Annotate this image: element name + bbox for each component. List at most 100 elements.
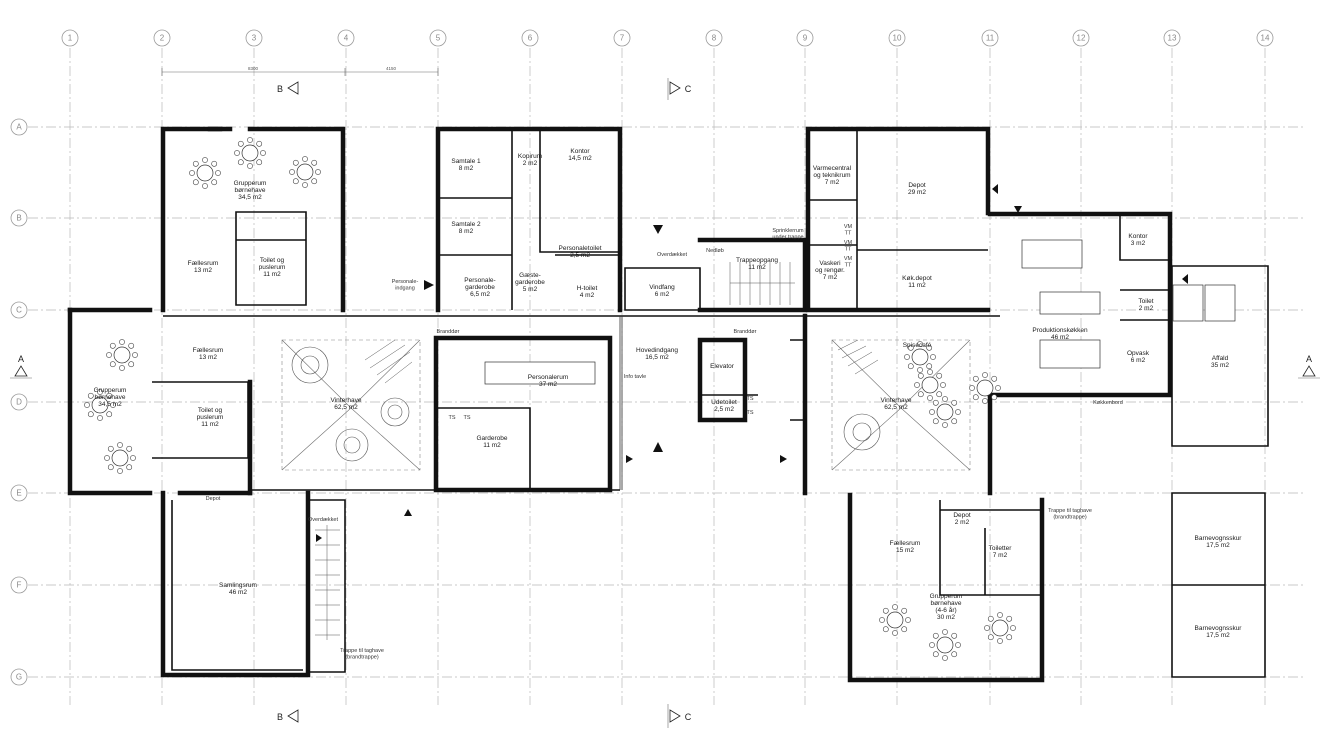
room-name: Samtale 2 xyxy=(451,221,481,228)
room-area: 29 m2 xyxy=(908,189,926,196)
chair xyxy=(930,354,936,360)
chair xyxy=(995,385,1001,391)
note-text: under trappe xyxy=(772,235,803,241)
chair xyxy=(929,409,935,415)
grid-bubble xyxy=(153,29,171,47)
note-personaleindgang: Personale-indgang xyxy=(392,279,419,292)
grid-bubble xyxy=(429,29,447,47)
chair xyxy=(247,137,253,143)
round-table xyxy=(921,376,939,394)
grid-bubble xyxy=(10,301,28,319)
round-table xyxy=(936,403,954,421)
chair xyxy=(917,341,923,347)
chair xyxy=(997,612,1003,618)
room-name: Personalerum xyxy=(528,374,568,381)
chair xyxy=(256,140,263,147)
grid-bubble xyxy=(1163,29,1181,47)
note-text: Personale- xyxy=(392,279,419,285)
stair-samlingsrum xyxy=(315,525,340,640)
chair xyxy=(292,159,299,166)
room-area: 35 m2 xyxy=(1211,362,1229,369)
room-name: børnehave xyxy=(930,600,961,607)
note-text: Branddør xyxy=(734,329,757,335)
chair xyxy=(932,632,939,639)
chair xyxy=(106,392,113,399)
room-area: 6 m2 xyxy=(1131,357,1146,364)
note-ts2: TS xyxy=(463,415,470,421)
chair xyxy=(119,365,125,371)
chair xyxy=(109,361,116,368)
grid-bubble xyxy=(10,484,28,502)
room-name: Depot xyxy=(908,182,926,189)
note-text: Nedløb xyxy=(706,248,724,254)
chair xyxy=(901,607,908,614)
chair xyxy=(128,342,135,349)
dimension-label: 4150 xyxy=(386,66,397,71)
note-overdaekket-2: Overdækket xyxy=(308,517,338,523)
grid-row-label: F xyxy=(17,581,22,590)
note-text: TT xyxy=(845,231,852,237)
room-name: Toilet og xyxy=(260,257,285,264)
chair xyxy=(927,369,933,375)
grid-bubble xyxy=(1256,29,1274,47)
chair xyxy=(237,159,244,166)
furniture-tables xyxy=(84,137,1016,661)
room-name: Produktionskøkken xyxy=(1032,327,1088,334)
chair xyxy=(302,182,308,188)
chair xyxy=(991,375,998,382)
entrance-arrow xyxy=(1182,274,1188,284)
room-name: Opvask xyxy=(1127,350,1150,357)
grid-column-label: 10 xyxy=(893,34,902,43)
round-table xyxy=(976,379,994,397)
round-table xyxy=(991,619,1009,637)
chair xyxy=(106,411,113,418)
chair xyxy=(917,372,924,379)
chair xyxy=(955,409,961,415)
grid-column-label: 7 xyxy=(620,34,625,43)
entrance-arrow xyxy=(424,280,434,290)
entrance-arrow xyxy=(780,455,787,463)
entrance-arrow xyxy=(653,442,663,452)
room-area: 2 m2 xyxy=(523,160,538,167)
note-text: Overdækket xyxy=(657,252,687,258)
grid-bubble xyxy=(796,29,814,47)
chair xyxy=(237,140,244,147)
note-nedlob: Nedløb xyxy=(706,248,724,254)
chair xyxy=(942,629,948,635)
room-samtale2: Samtale 28 m2 xyxy=(451,221,481,235)
room-area: 6,5 m2 xyxy=(470,291,490,298)
room-name: Fællesrum xyxy=(193,347,224,354)
grid-bubble xyxy=(521,29,539,47)
room-area: 2 m2 xyxy=(955,519,970,526)
grid-bubble xyxy=(10,668,28,686)
room-name: Toilet og xyxy=(198,407,223,414)
room-area: 2,5 m2 xyxy=(570,252,590,259)
chair xyxy=(260,150,266,156)
room-area: 17,5 m2 xyxy=(1206,632,1230,639)
room-area: 7 m2 xyxy=(825,179,840,186)
chair xyxy=(997,638,1003,644)
note-ts4: TS xyxy=(746,410,753,416)
grid-row-label: E xyxy=(16,489,21,498)
chair xyxy=(256,159,263,166)
chair xyxy=(211,160,218,167)
chair xyxy=(951,399,958,406)
chair xyxy=(951,632,958,639)
chair xyxy=(942,655,948,661)
chair xyxy=(104,455,110,461)
room-area: 62,5 m2 xyxy=(334,404,358,411)
chair xyxy=(972,394,979,401)
chair xyxy=(972,375,979,382)
room-name: Personaletoilet xyxy=(559,245,602,252)
